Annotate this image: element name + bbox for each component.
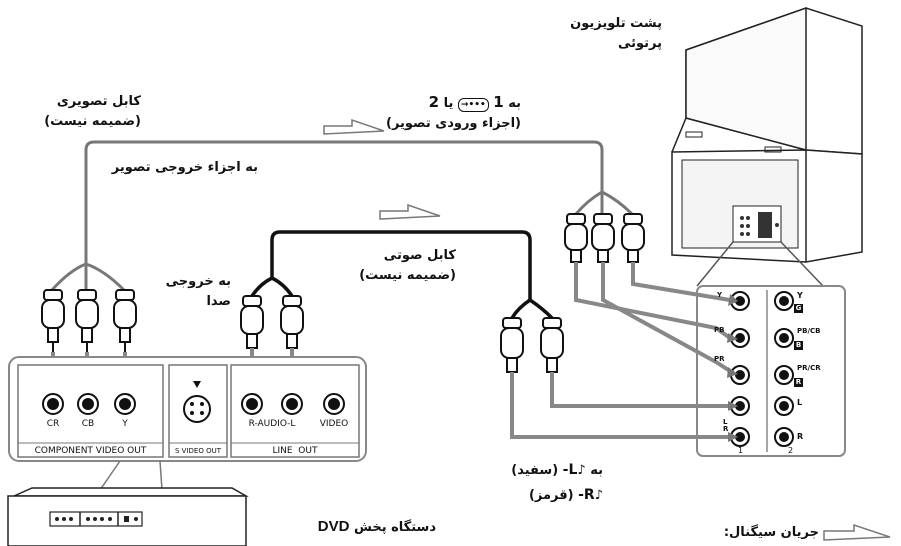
- tv-input-num2: 2: [428, 93, 440, 111]
- video-cable-line2: (ضمیمه نیست): [44, 114, 141, 129]
- tv-input-or: یا: [443, 96, 454, 111]
- signal-flow-label: جریان سیگنال:: [724, 525, 819, 540]
- video-cable-label: کابل تصویری (ضمیمه نیست): [44, 92, 141, 132]
- tv-input-line1: به 1 •••→ یا 2: [386, 92, 521, 114]
- tv-input-panel: [696, 285, 846, 457]
- tv-in2-label-pb: PB/CB: [797, 327, 821, 335]
- tv-in1-label-y: Y: [717, 291, 723, 299]
- tv-title-line1: پشت تلویزیون: [570, 16, 662, 31]
- dvd-label: دستگاه پخش DVD: [318, 518, 436, 535]
- tv-title: پشت تلویزیون پرتوئی: [570, 14, 662, 54]
- audio-output-label: به خروجی صدا: [166, 272, 231, 312]
- callout-line: [696, 241, 734, 287]
- dvd-label-text: دستگاه پخش: [353, 520, 436, 535]
- lr-to: به: [590, 463, 603, 478]
- right-channel-label: ♪R- (قرمز): [511, 483, 603, 508]
- audio-plugs-dvd: [240, 295, 304, 349]
- audio-jack-label: R-AUDIO-L: [248, 419, 296, 429]
- s-video-out-label: S VIDEO OUT: [175, 447, 221, 455]
- tv-in2-label-l: L: [797, 398, 803, 407]
- tv-in2-label-pr: PR/CR: [797, 364, 821, 372]
- component-video-out-label: COMPONENT VIDEO OUT: [34, 446, 147, 456]
- video-jack-label: VIDEO: [319, 419, 349, 429]
- left-channel-label: به ♪L- (سفید): [511, 458, 603, 483]
- line-out-label: LINE OUT: [272, 446, 318, 456]
- tv-input2-number: 2: [788, 446, 794, 455]
- note-icon: ♪: [594, 488, 603, 503]
- left-color: (سفید): [511, 463, 559, 478]
- lr-labels: به ♪L- (سفید) ♪R- (قرمز): [511, 458, 603, 508]
- audio-output-line2: صدا: [206, 294, 231, 309]
- tv-input-line2: (اجزاء ورودی تصویر): [386, 116, 521, 131]
- tv-title-line2: پرتوئی: [617, 36, 662, 51]
- audio-cable: [250, 230, 554, 320]
- video-cable-line1: کابل تصویری: [56, 94, 141, 109]
- tv-in1-label-l: L: [723, 418, 728, 426]
- jack-label-y: Y: [122, 419, 128, 429]
- tv-in1-label-pb: PB: [714, 326, 725, 334]
- signal-flow-arrow: [323, 118, 891, 541]
- callout-line: [159, 460, 163, 491]
- left-label: L-: [562, 462, 578, 478]
- badge-b: B: [795, 341, 802, 349]
- tv-in1-label-r: R: [723, 425, 729, 433]
- badge-g: G: [795, 304, 802, 312]
- badge-r: R: [795, 378, 802, 386]
- callout-line: [780, 241, 824, 287]
- tv-input-label: به 1 •••→ یا 2 (اجزاء ورودی تصویر): [386, 92, 521, 134]
- dvd-output-panel: [8, 356, 367, 462]
- input-plug-icon: •••→: [457, 98, 489, 112]
- tv-in2-label-r: R: [797, 432, 804, 441]
- audio-cable-line2: (ضمیمه نیست): [359, 268, 456, 283]
- tv-input-num1: 1: [493, 93, 504, 111]
- audio-plugs-tv: [500, 317, 564, 373]
- tv-in1-label-pr: PR: [714, 355, 725, 363]
- jack-label-cr: CR: [46, 419, 60, 429]
- video-plugs-dvd: [41, 289, 137, 352]
- dvd-player: [7, 487, 249, 546]
- projection-tv: [671, 6, 863, 263]
- tv-in2-label-y: Y: [797, 291, 803, 300]
- video-plugs-tv: [564, 213, 645, 263]
- dvd-brand: DVD: [317, 518, 350, 535]
- right-color: (قرمز): [528, 488, 574, 503]
- callout-line: [99, 460, 121, 491]
- jack-arrowheads: [727, 294, 738, 442]
- signal-flow-text: جریان سیگنال:: [723, 525, 819, 540]
- tv-input-prefix: به: [508, 96, 521, 111]
- jack-label-cb: CB: [81, 419, 95, 429]
- video-output-text: به اجزاء خروجی تصویر: [111, 160, 258, 175]
- audio-cable-label: کابل صوتی (ضمیمه نیست): [359, 246, 456, 286]
- audio-cable-line1: کابل صوتی: [383, 248, 456, 263]
- note-icon: ♪: [577, 463, 586, 478]
- audio-output-line1: به خروجی: [165, 274, 231, 289]
- video-cable: [50, 140, 634, 292]
- video-output-label: به اجزاء خروجی تصویر: [112, 160, 258, 175]
- right-label: R-: [578, 487, 595, 503]
- tv-input1-number: 1: [738, 446, 744, 455]
